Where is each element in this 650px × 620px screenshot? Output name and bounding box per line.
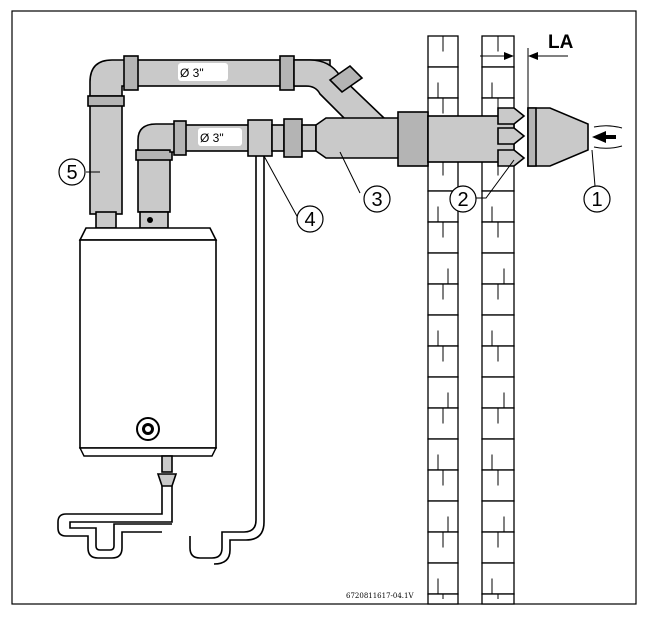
brick: [427, 562, 459, 595]
brick: [481, 190, 515, 223]
callout-2: 2: [449, 185, 477, 213]
brick: [481, 376, 515, 409]
pipe-dimension-label-bottom: Ø 3": [200, 131, 224, 145]
callout-5: 5: [58, 158, 86, 186]
brick: [481, 562, 515, 595]
diagram-border: [11, 10, 637, 605]
brick: [427, 252, 459, 285]
callout-3: 3: [363, 185, 391, 213]
brick: [427, 376, 459, 409]
brick: [481, 500, 515, 533]
brick: [427, 438, 459, 471]
brick: [427, 500, 459, 533]
clearance-dimension: LA: [480, 32, 574, 108]
brick: [481, 252, 515, 285]
brick: [427, 66, 459, 99]
svg-text:2: 2: [457, 189, 468, 211]
brick: [481, 314, 515, 347]
brick: [481, 66, 515, 99]
figure-code: 6720811617-04.1V: [346, 592, 414, 600]
condensate-traps: [57, 486, 234, 565]
brick: [481, 438, 515, 471]
upper-pipe: [87, 55, 386, 215]
callout-4: 4: [296, 205, 324, 233]
boiler-unit: [78, 211, 218, 487]
brick-wall: [427, 35, 515, 605]
condensate-drain-line: [234, 156, 265, 541]
svg-text:4: 4: [304, 209, 315, 231]
brick: [427, 314, 459, 347]
pipe-dimension-label-top: Ø 3": [180, 66, 204, 80]
svg-text:3: 3: [371, 189, 382, 211]
callout-1: 1: [583, 185, 611, 213]
lower-pipe: [135, 107, 623, 213]
svg-text:1: 1: [591, 189, 602, 211]
clearance-label: LA: [548, 32, 574, 53]
svg-text:5: 5: [66, 162, 77, 184]
